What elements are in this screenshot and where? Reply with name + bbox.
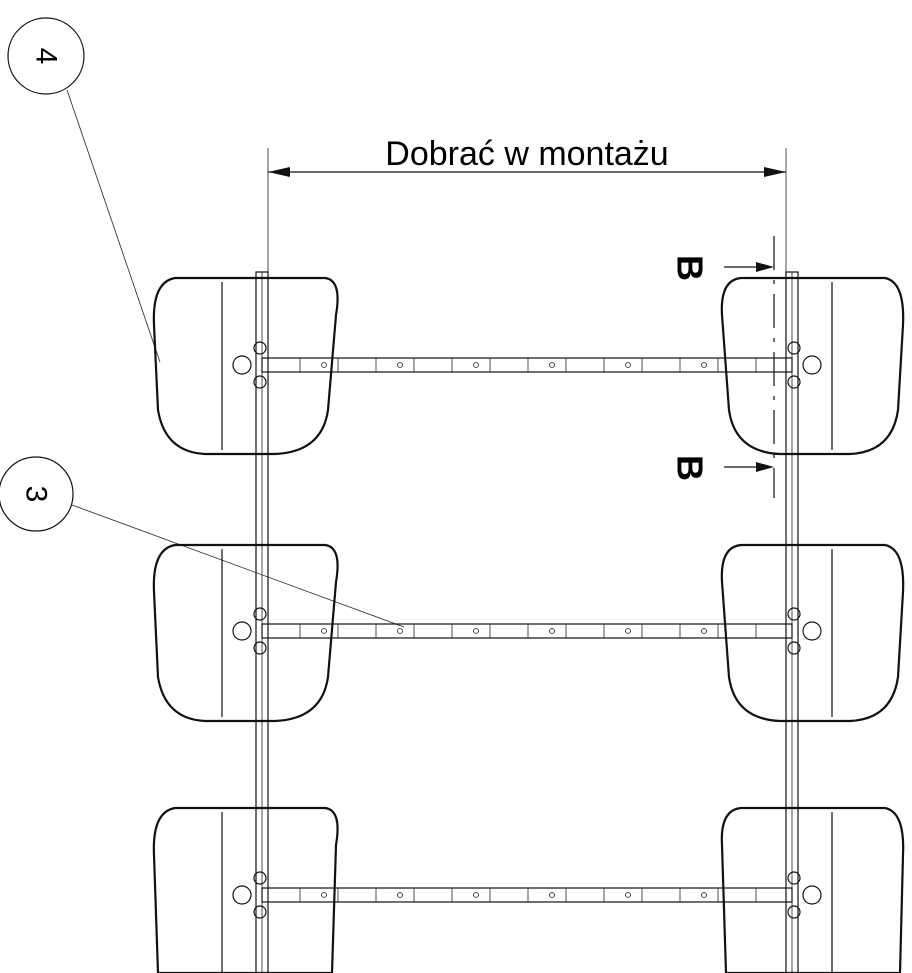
dimension-annotation: Dobrać w montażu [267,135,787,280]
beam-hole [321,362,327,368]
beam-hole [701,362,707,368]
axle-beam [261,887,793,903]
beam-hole [473,892,479,898]
balloon-number: 3 [20,486,53,503]
balloon-number: 4 [30,48,63,65]
beam-hole [549,892,555,898]
beam-hole [397,892,403,898]
balloon-circle [0,456,74,532]
beam-hole [321,628,327,634]
tire-right [720,543,905,723]
balloon-3: 3 [0,456,405,628]
axle-row-1 [152,276,905,456]
balloon-circle [7,17,85,95]
tire-left [152,806,339,973]
beam-hole [397,362,403,368]
beam-hole [473,628,479,634]
beam-hole [473,362,479,368]
beam-hole [625,628,631,634]
beam-hole [625,362,631,368]
beam-hole [701,892,707,898]
balloon-4: 4 [7,17,161,363]
section-marker: B B [670,236,775,498]
beam-hole [549,362,555,368]
tire-left [152,276,339,456]
beam-hole [321,892,327,898]
beam-hole [549,628,555,634]
beam-hole [625,892,631,898]
leader-line [66,89,161,363]
beam-hole [397,628,403,634]
beam-hole [701,628,707,634]
tire-right [720,276,905,456]
arrow-right [764,167,786,177]
tire-right [720,806,905,973]
axle-beam [261,623,793,639]
axle-beam-details [299,358,757,902]
axle-beam [261,357,793,373]
section-letter-bottom: B [670,455,711,481]
tire-left [152,543,339,723]
axle-row-3 [152,806,905,973]
leader-line [71,504,405,628]
axle-row-2 [152,543,905,723]
section-letter-top: B [670,255,711,281]
dimension-label: Dobrać w montażu [385,135,668,173]
arrow-left [268,167,290,177]
frame-rails [255,271,799,973]
